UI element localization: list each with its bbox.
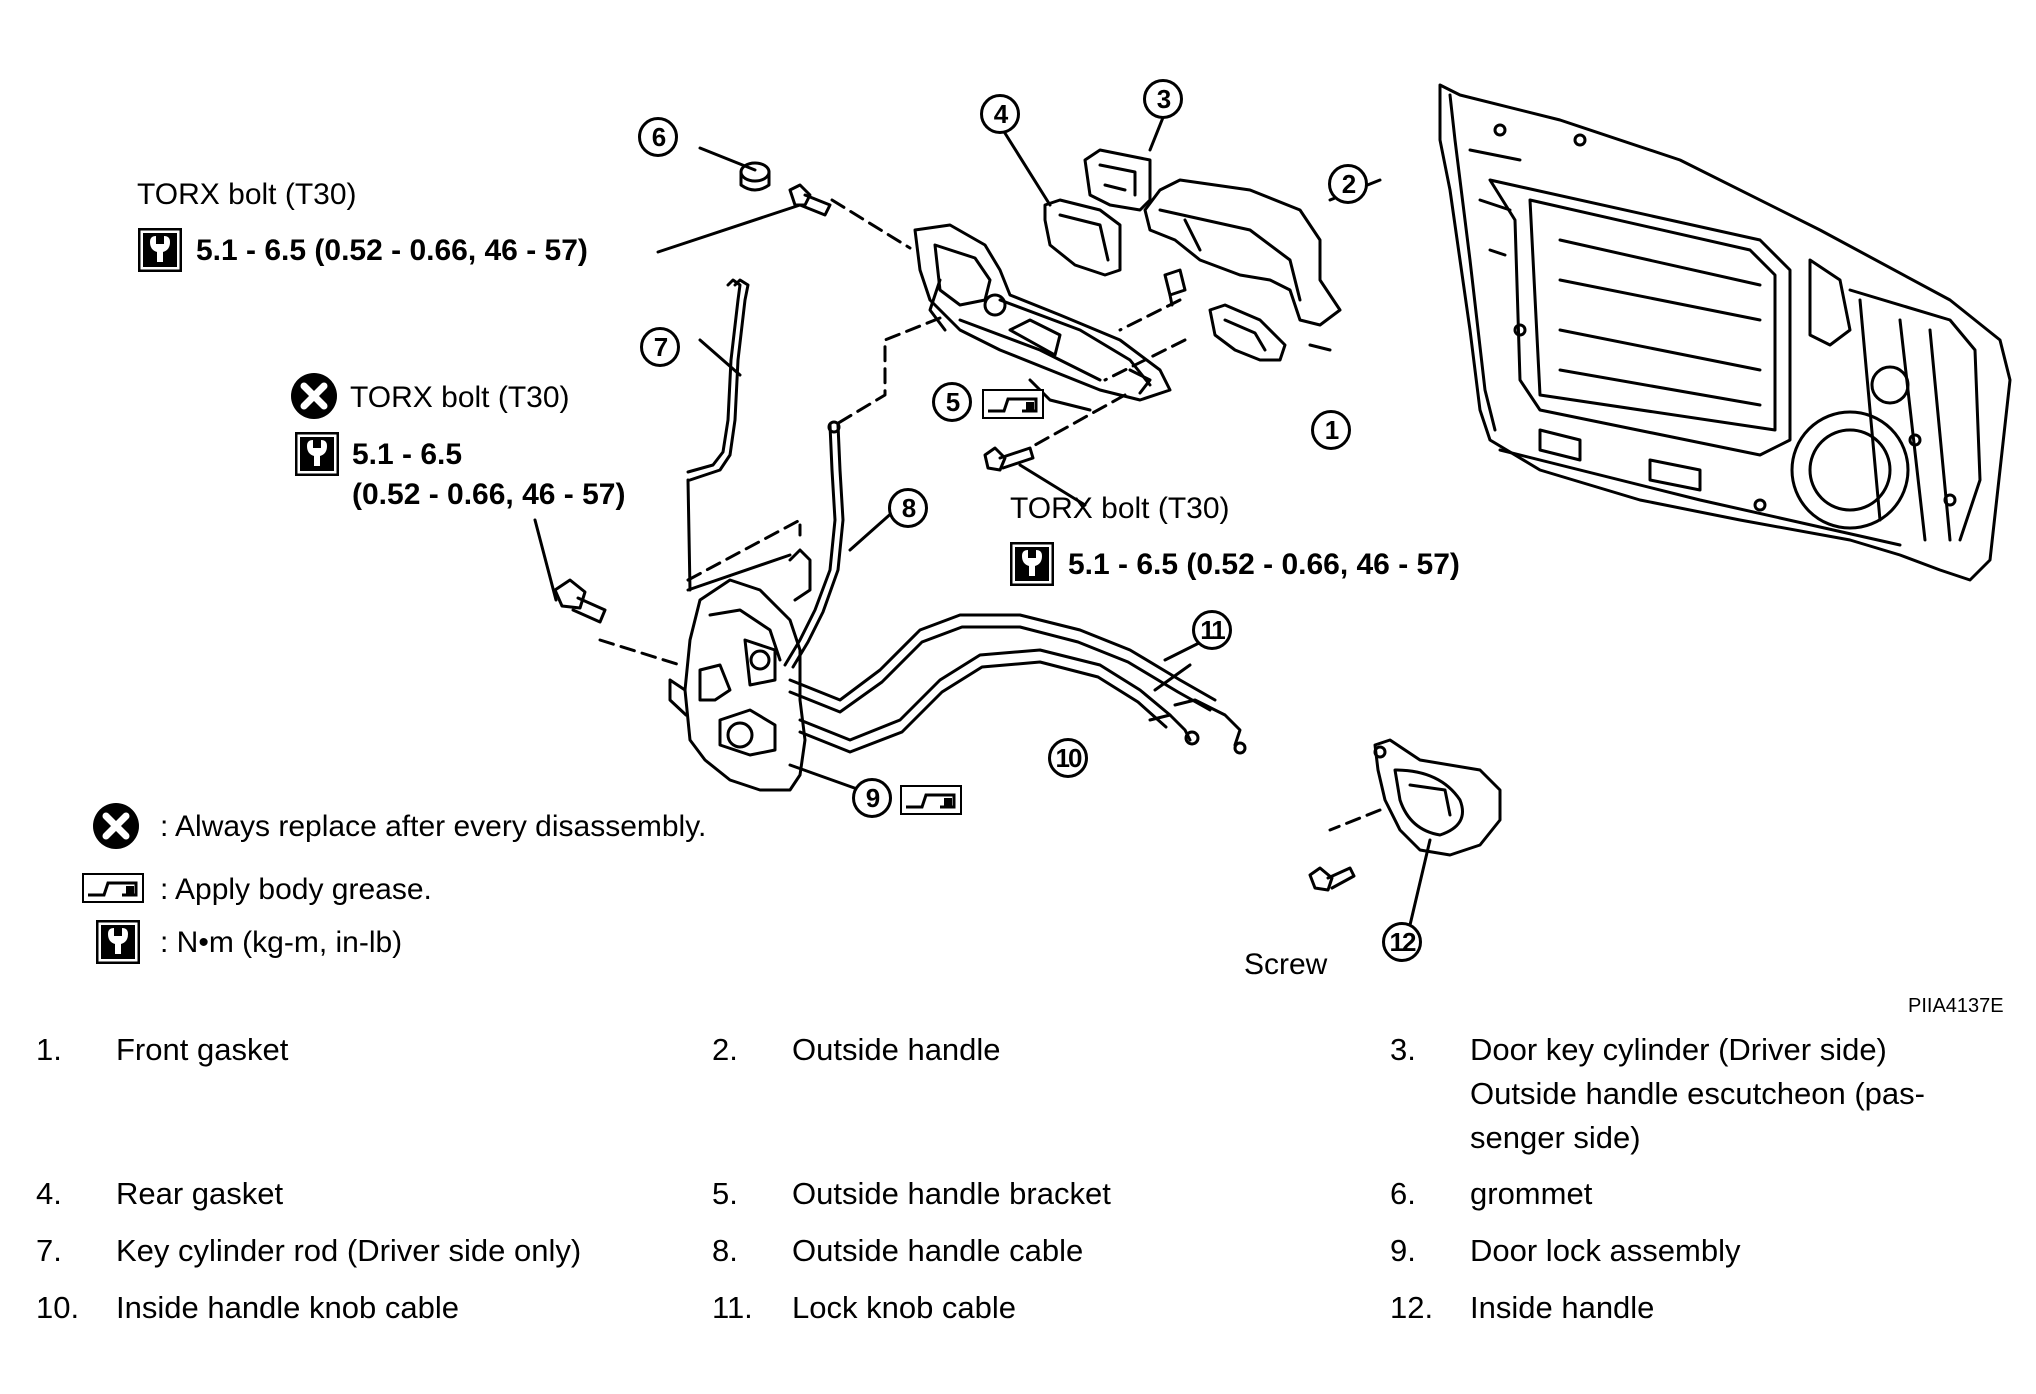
part-name: Lock knob cable xyxy=(792,1290,1017,1325)
torx-label-mid: TORX bolt (T30) xyxy=(350,381,570,414)
callout-5: 5 xyxy=(932,382,972,422)
outside-handle xyxy=(1143,178,1342,327)
torx-bolt-right xyxy=(983,446,1035,472)
replace-x-icon xyxy=(291,373,337,419)
callout-2: 2 xyxy=(1328,164,1368,204)
torque-spec-mid-2: (0.52 - 0.66, 46 - 57) xyxy=(352,478,626,511)
screw xyxy=(1308,866,1356,892)
key-cylinder xyxy=(1083,148,1152,212)
door-lock-assembly xyxy=(668,548,812,792)
exploded-diagram: 6 4 3 2 1 7 5 8 11 10 9 12 TORX bolt (T3… xyxy=(82,79,2012,1017)
part-name: Outside handle cable xyxy=(792,1233,1084,1268)
outside-handle-bracket xyxy=(913,223,1172,402)
replace-x-icon xyxy=(93,803,139,849)
door-panel xyxy=(1438,83,2012,582)
rear-gasket xyxy=(1043,198,1122,277)
part-name: Door lock assembly xyxy=(1470,1233,1741,1268)
part-name: Door key cylinder (Driver side) xyxy=(1470,1032,1887,1067)
callout-7: 7 xyxy=(640,327,680,367)
callout-1: 1 xyxy=(1311,410,1351,450)
part-number: 12. xyxy=(1390,1290,1434,1325)
callout-11: 11 xyxy=(1192,610,1232,650)
grommet xyxy=(739,161,771,192)
callout-8: 8 xyxy=(888,488,928,528)
torque-spec-right: 5.1 - 6.5 (0.52 - 0.66, 46 - 57) xyxy=(1068,548,1460,581)
torque-spec-top: 5.1 - 6.5 (0.52 - 0.66, 46 - 57) xyxy=(196,234,588,267)
diagram-line-art xyxy=(533,83,2012,927)
figure-code: PIIA4137E xyxy=(1908,995,2004,1017)
callout-3: 3 xyxy=(1143,79,1183,119)
torque-wrench-icon xyxy=(138,228,182,272)
screw-label: Screw xyxy=(1244,948,1328,981)
grease-icon xyxy=(900,785,962,815)
part-number: 3. xyxy=(1390,1032,1416,1067)
callout-4: 4 xyxy=(980,94,1020,134)
part-number: 4. xyxy=(36,1176,62,1211)
legend-replace: : Always replace after every disassembly… xyxy=(160,810,707,843)
part-name: Outside handle xyxy=(792,1032,1001,1067)
torque-spec-mid-1: 5.1 - 6.5 xyxy=(352,438,463,471)
legend-grease: : Apply body grease. xyxy=(160,873,432,906)
part-name: Key cylinder rod (Driver side only) xyxy=(116,1233,582,1268)
part-number: 5. xyxy=(712,1176,738,1211)
part-name: grommet xyxy=(1470,1176,1593,1211)
grease-icon xyxy=(82,873,144,903)
part-number: 11. xyxy=(712,1290,753,1325)
torque-wrench-icon xyxy=(96,920,140,964)
part-name: Rear gasket xyxy=(116,1176,284,1211)
part-number: 1. xyxy=(36,1032,62,1067)
callout-10: 10 xyxy=(1048,738,1088,778)
part-number: 10. xyxy=(36,1290,80,1325)
front-gasket xyxy=(1208,303,1287,362)
torx-bolt-mid xyxy=(553,578,607,624)
callout-9: 9 xyxy=(852,778,892,818)
part-name-line2: Outside handle escutcheon (pas- xyxy=(1470,1076,1925,1111)
torx-bolt-top xyxy=(788,183,832,217)
torque-wrench-icon xyxy=(295,432,339,476)
legend-torque-unit: : N•m (kg-m, in-lb) xyxy=(160,926,403,959)
part-name: Inside handle xyxy=(1470,1290,1655,1325)
part-name: Inside handle knob cable xyxy=(116,1290,459,1325)
torx-label-top: TORX bolt (T30) xyxy=(137,178,357,211)
part-number: 2. xyxy=(712,1032,738,1067)
torx-label-right: TORX bolt (T30) xyxy=(1010,492,1230,525)
part-name-line3: senger side) xyxy=(1470,1120,1641,1155)
part-number: 7. xyxy=(36,1233,62,1268)
bracket-nut xyxy=(1163,268,1187,297)
part-name: Front gasket xyxy=(116,1032,289,1067)
grease-icon xyxy=(982,389,1044,419)
torque-wrench-icon xyxy=(1010,542,1054,586)
callout-12: 12 xyxy=(1382,922,1422,962)
part-name: Outside handle bracket xyxy=(792,1176,1111,1211)
callout-6: 6 xyxy=(638,117,678,157)
part-number: 6. xyxy=(1390,1176,1416,1211)
inside-handle xyxy=(1373,738,1502,857)
part-number: 8. xyxy=(712,1233,738,1268)
part-number: 9. xyxy=(1390,1233,1416,1268)
